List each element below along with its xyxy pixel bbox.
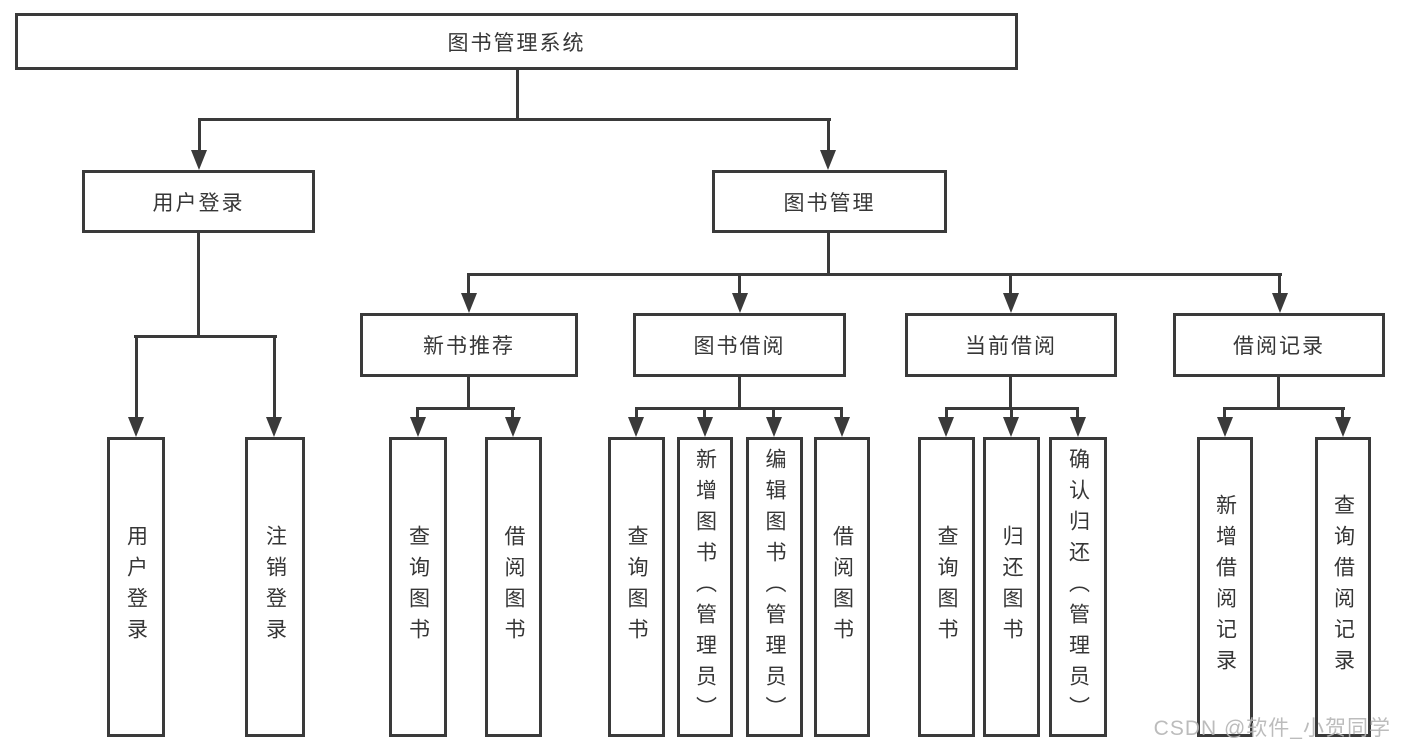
connector-recommend-group-stem bbox=[467, 377, 470, 407]
connector-logout-leaf-stem bbox=[273, 335, 276, 419]
node-recommend-borrow-book-label: 借阅图书 bbox=[502, 525, 525, 649]
arrow-down-icon bbox=[191, 150, 207, 170]
connector-level1-bar bbox=[198, 118, 831, 121]
connector-current-group-stem bbox=[1009, 377, 1012, 407]
node-user-login-leaf-label: 用户登录 bbox=[124, 525, 148, 649]
node-records-query-record-label: 查询借阅记录 bbox=[1331, 494, 1355, 680]
node-user-login: 用户登录 bbox=[82, 170, 315, 233]
node-book-management-label: 图书管理 bbox=[783, 191, 876, 215]
connector-records-group-stem bbox=[1277, 377, 1280, 407]
node-records-query-record: 查询借阅记录 bbox=[1315, 437, 1371, 737]
connector-level3-bar bbox=[467, 273, 1282, 276]
connector-borrow-group-bar bbox=[635, 407, 843, 410]
node-book-borrow-label: 图书借阅 bbox=[693, 335, 786, 358]
node-borrow-records: 借阅记录 bbox=[1173, 313, 1385, 377]
node-current-query-book-label: 查询图书 bbox=[935, 525, 958, 649]
node-borrow-query-book: 查询图书 bbox=[608, 437, 665, 737]
node-borrow-borrow-book: 借阅图书 bbox=[814, 437, 870, 737]
connector-root-stem bbox=[516, 69, 519, 118]
connector-leaf-stem bbox=[1223, 407, 1226, 421]
node-borrow-records-label: 借阅记录 bbox=[1233, 335, 1325, 358]
connector-book-management-group-stem bbox=[827, 233, 830, 273]
node-root: 图书管理系统 bbox=[15, 13, 1018, 70]
connector-leaf-stem bbox=[635, 407, 638, 421]
arrow-down-icon bbox=[1070, 417, 1086, 437]
connector-recommend-group-bar bbox=[417, 407, 515, 410]
node-current-confirm-return-admin: 确认归还（管理员） bbox=[1049, 437, 1107, 737]
node-recommend-query-book: 查询图书 bbox=[389, 437, 447, 737]
node-new-book-recommend-label: 新书推荐 bbox=[423, 335, 515, 358]
connector-leaf-stem bbox=[840, 407, 843, 421]
arrow-down-icon bbox=[505, 417, 521, 437]
connector-current-stem bbox=[1009, 273, 1012, 295]
connector-login-leaf-stem bbox=[135, 335, 138, 419]
node-logout: 注销登录 bbox=[245, 437, 305, 737]
arrow-down-icon bbox=[1003, 417, 1019, 437]
node-recommend-borrow-book: 借阅图书 bbox=[485, 437, 542, 737]
node-borrow-add-book-admin-label: 新增图书（管理员） bbox=[693, 447, 717, 727]
connector-leaf-stem bbox=[1010, 407, 1013, 421]
arrow-down-icon bbox=[732, 293, 748, 313]
node-current-borrow: 当前借阅 bbox=[905, 313, 1117, 377]
connector-records-group-bar bbox=[1224, 407, 1345, 410]
node-borrow-edit-book-admin-label: 编辑图书（管理员） bbox=[763, 447, 786, 727]
node-recommend-query-book-label: 查询图书 bbox=[406, 525, 430, 649]
node-current-return-book: 归还图书 bbox=[983, 437, 1040, 737]
node-book-borrow: 图书借阅 bbox=[633, 313, 846, 377]
node-logout-label: 注销登录 bbox=[263, 525, 287, 649]
node-book-management: 图书管理 bbox=[712, 170, 947, 233]
csdn-watermark: CSDN @软件_小贺同学 bbox=[1153, 717, 1391, 740]
connector-leaf-stem bbox=[511, 407, 514, 421]
node-borrow-borrow-book-label: 借阅图书 bbox=[830, 525, 854, 649]
arrow-down-icon bbox=[834, 417, 850, 437]
connector-leaf-stem bbox=[416, 407, 419, 421]
node-root-label: 图书管理系统 bbox=[447, 31, 586, 55]
connector-user-login-group-bar bbox=[134, 335, 277, 338]
connector-leaf-stem bbox=[945, 407, 948, 421]
arrow-down-icon bbox=[1003, 293, 1019, 313]
node-user-login-leaf: 用户登录 bbox=[107, 437, 165, 737]
connector-user-login-group-stem bbox=[197, 233, 200, 335]
connector-leaf-stem bbox=[772, 407, 775, 421]
node-records-add-record: 新增借阅记录 bbox=[1197, 437, 1253, 737]
node-borrow-query-book-label: 查询图书 bbox=[625, 525, 648, 649]
arrow-down-icon bbox=[1272, 293, 1288, 313]
node-current-confirm-return-admin-label: 确认归还（管理员） bbox=[1066, 447, 1090, 727]
arrow-down-icon bbox=[266, 417, 282, 437]
connector-recommend-stem bbox=[467, 273, 470, 295]
arrow-down-icon bbox=[128, 417, 144, 437]
node-current-borrow-label: 当前借阅 bbox=[965, 335, 1057, 358]
connector-user-login-stem bbox=[198, 118, 201, 154]
arrow-down-icon bbox=[938, 417, 954, 437]
node-new-book-recommend: 新书推荐 bbox=[360, 313, 578, 377]
connector-borrow-stem bbox=[738, 273, 741, 295]
arrow-down-icon bbox=[1217, 417, 1233, 437]
arrow-down-icon bbox=[410, 417, 426, 437]
arrow-down-icon bbox=[628, 417, 644, 437]
arrow-down-icon bbox=[1335, 417, 1351, 437]
connector-leaf-stem bbox=[1076, 407, 1079, 421]
connector-leaf-stem bbox=[703, 407, 706, 421]
node-user-login-label: 用户登录 bbox=[152, 191, 245, 215]
arrow-down-icon bbox=[461, 293, 477, 313]
node-borrow-add-book-admin: 新增图书（管理员） bbox=[677, 437, 733, 737]
node-current-query-book: 查询图书 bbox=[918, 437, 975, 737]
connector-leaf-stem bbox=[1341, 407, 1344, 421]
arrow-down-icon bbox=[697, 417, 713, 437]
connector-records-stem bbox=[1278, 273, 1281, 295]
node-current-return-book-label: 归还图书 bbox=[1000, 525, 1023, 649]
connector-borrow-group-stem bbox=[738, 377, 741, 407]
node-borrow-edit-book-admin: 编辑图书（管理员） bbox=[746, 437, 803, 737]
connector-book-management-stem bbox=[827, 118, 830, 154]
arrow-down-icon bbox=[820, 150, 836, 170]
arrow-down-icon bbox=[766, 417, 782, 437]
node-records-add-record-label: 新增借阅记录 bbox=[1213, 494, 1237, 680]
